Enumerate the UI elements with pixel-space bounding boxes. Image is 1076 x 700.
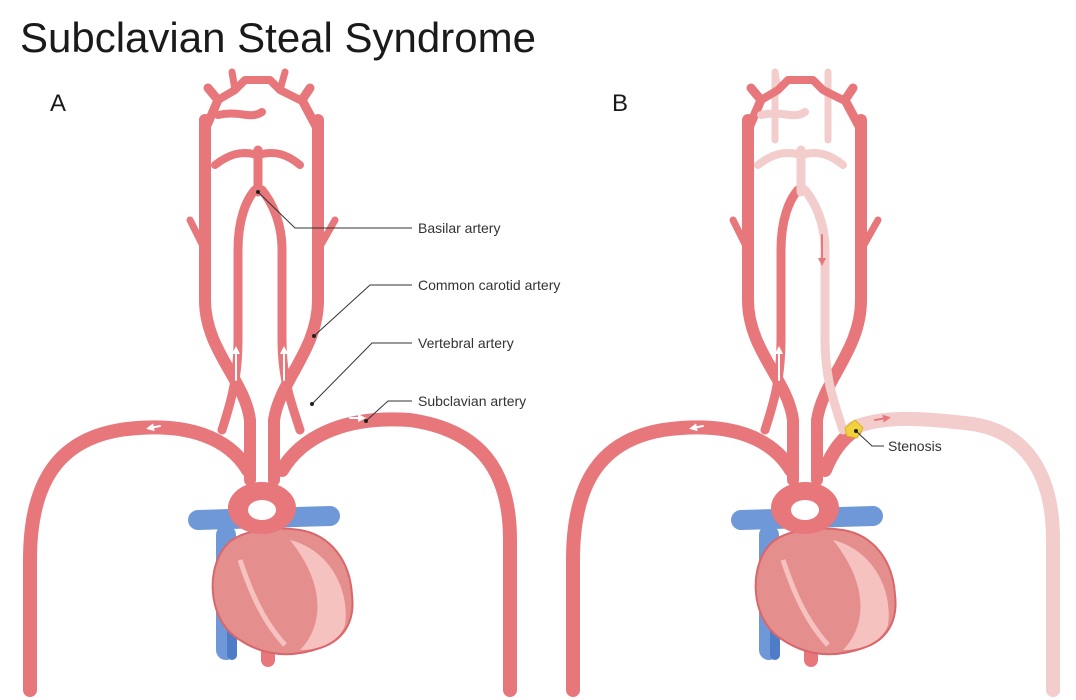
label-stenosis: Stenosis xyxy=(888,438,942,454)
label-subclavian-artery: Subclavian artery xyxy=(418,393,526,409)
panel-a-leaders xyxy=(257,191,412,422)
label-basilar-artery: Basilar artery xyxy=(418,220,500,236)
panel-b-diagram xyxy=(566,68,1060,697)
panel-a-diagram xyxy=(23,68,517,697)
label-common-carotid-artery: Common carotid artery xyxy=(418,277,560,293)
label-vertebral-artery: Vertebral artery xyxy=(418,335,514,351)
panel-a-letter: A xyxy=(50,90,67,117)
panel-b-letter: B xyxy=(612,90,629,117)
page-title: Subclavian Steal Syndrome xyxy=(20,14,536,61)
